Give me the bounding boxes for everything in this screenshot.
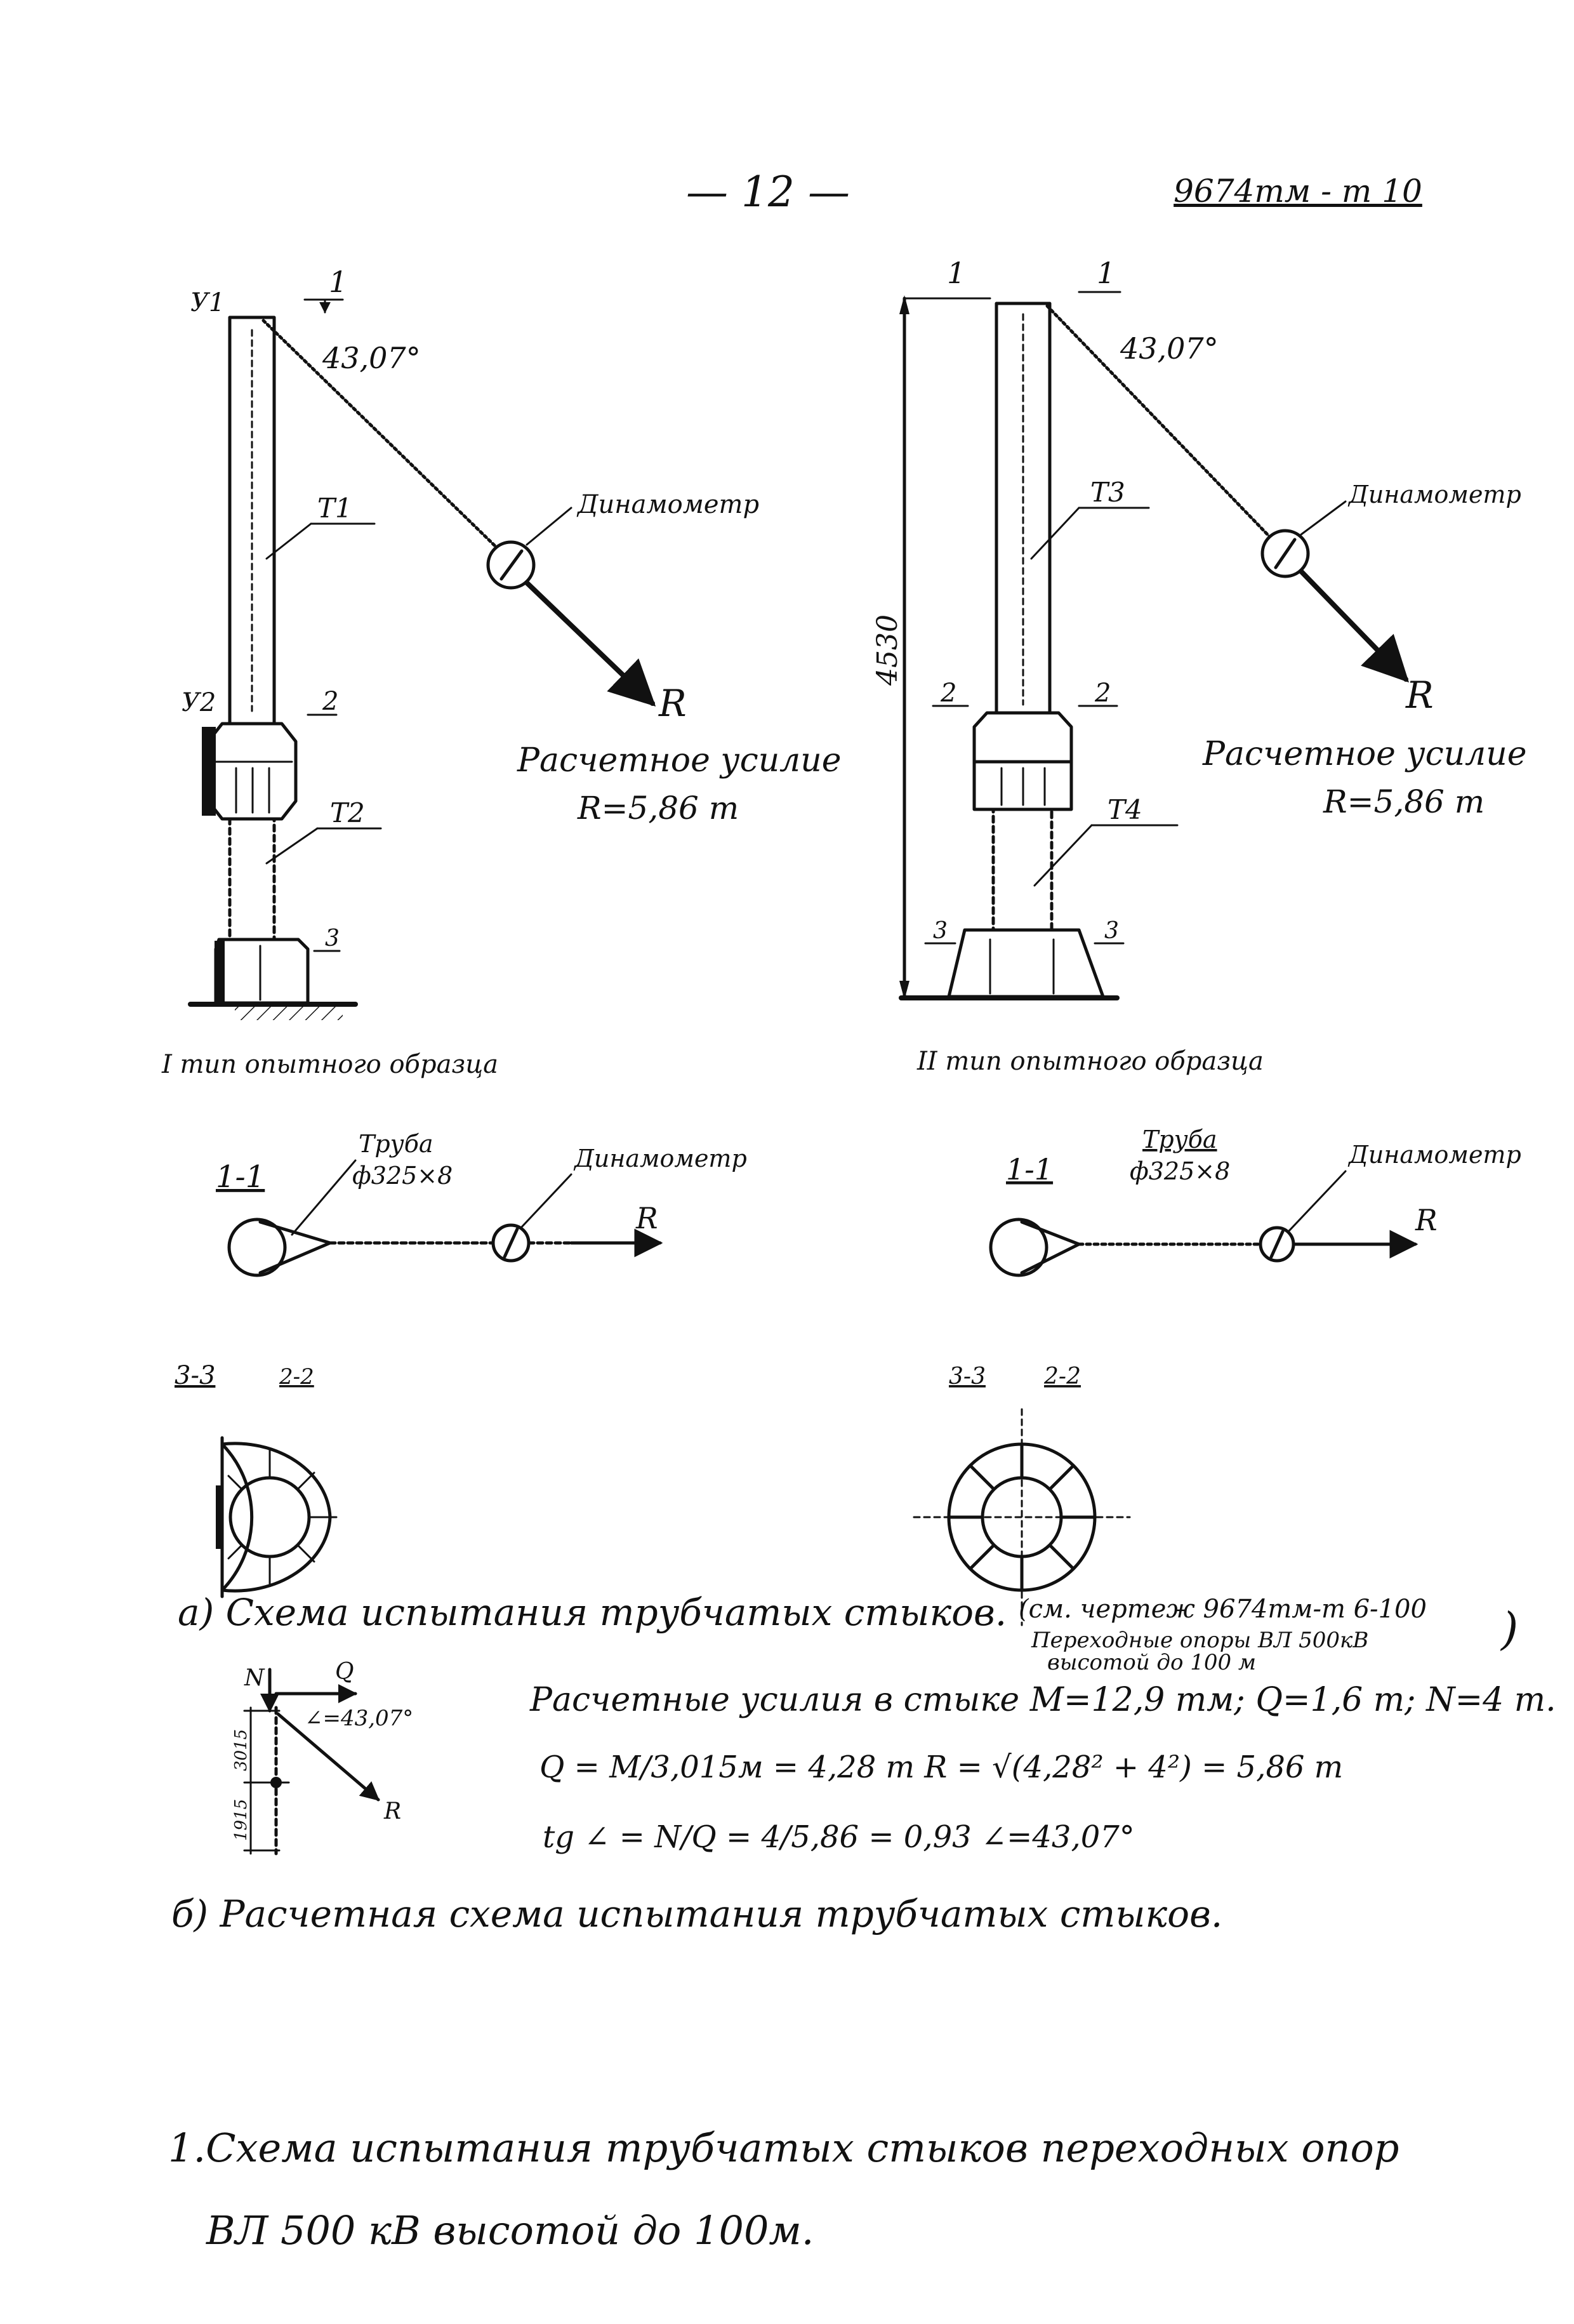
section-mark-1-right: 1	[1097, 256, 1115, 290]
dynamometer-2	[1260, 529, 1310, 578]
caption-a: а) Схема испытания трубчатых стыков. (см…	[178, 1591, 1518, 1675]
dynamometer-label-2: Динамометр	[1347, 481, 1521, 508]
plan-right-pipe-title: Труба	[1142, 1125, 1217, 1153]
section-mark-2-right: 2	[1094, 679, 1111, 708]
calc-scheme: N Q ∠=43,07° R 3015 1915	[232, 1659, 413, 1856]
cross-left-a: 3-3	[175, 1361, 215, 1390]
plan-right-dynamometer: Динамометр	[1347, 1141, 1521, 1169]
design-force-value-1: R=5,86 т	[577, 790, 739, 827]
section-mark-2: 2	[322, 687, 338, 716]
caption-b-line: б) Расчетная схема испытания трубчатых с…	[171, 1892, 1222, 1936]
ground-hatch	[235, 1006, 343, 1020]
force-arrow-1	[524, 580, 656, 707]
cross-section-left: 3-3 2-2	[175, 1361, 338, 1598]
tube-t1-label: Т1	[317, 493, 352, 524]
caption-a-ref-line3: высотой до 100 м	[1047, 1650, 1256, 1675]
caption-a-line: а) Схема испытания трубчатых стыков.	[178, 1591, 1007, 1634]
plan-left-pipe-title: Труба	[359, 1130, 433, 1158]
calc-scheme-dim-lower: 1915	[232, 1799, 251, 1841]
section-mark-2-left: 2	[940, 679, 956, 708]
doc-code: 9674тм - т 10	[1174, 173, 1422, 209]
cable-2	[1045, 304, 1271, 538]
section-mark-1: 1	[329, 265, 347, 299]
calc-scheme-alpha: ∠=43,07°	[305, 1706, 413, 1731]
base-node-3-weld	[215, 941, 225, 1002]
height-dim-label: 4530	[871, 614, 904, 686]
force-label-2: R	[1405, 674, 1434, 717]
base-node-3	[214, 938, 310, 1005]
plan-left-section: 1-1	[216, 1159, 265, 1195]
plan-left-pipe-size: ф325×8	[352, 1162, 453, 1190]
caption-b: б) Расчетная схема испытания трубчатых с…	[171, 1892, 1222, 1936]
calc-scheme-q: Q	[335, 1659, 354, 1685]
page-number: — 12 —	[686, 168, 850, 216]
title-line-1: 1.Схема испытания трубчатых стыков перех…	[168, 2125, 1399, 2171]
angle-label-1: 43,07°	[322, 341, 421, 375]
angle-label-2: 43,07°	[1120, 331, 1219, 366]
design-force-title-2: Расчетное усилие	[1202, 735, 1527, 773]
force-arrow-2	[1299, 569, 1410, 683]
plan-left-dynamometer: Динамометр	[573, 1145, 747, 1172]
calc-line-3: tg ∠ = N/Q = 4/5,86 = 0,93 ∠=43,07°	[543, 1819, 1135, 1855]
scheme-type-2: 4530 1 1 2 2 3 3 43,07°	[871, 256, 1527, 1076]
calc-scheme-dim-upper: 3015	[232, 1729, 251, 1771]
calculations: Расчетные усилия в стыке M=12,9 тм; Q=1,…	[529, 1681, 1556, 1855]
section-mark-1-left: 1	[947, 256, 965, 290]
plan-right-force-label: R	[1415, 1203, 1438, 1237]
design-force-value-2: R=5,86 т	[1323, 783, 1485, 820]
plan-left-pipe	[227, 1218, 287, 1277]
caption-a-ref-line1: (см. чертеж 9674тм-т 6-100	[1019, 1595, 1427, 1624]
plan-left-force-label: R	[635, 1201, 658, 1235]
tube-t4	[991, 807, 1054, 932]
tube-t1	[228, 315, 276, 726]
cable-1	[261, 319, 497, 548]
calc-line-1: Расчетные усилия в стыке M=12,9 тм; Q=1,…	[529, 1681, 1556, 1719]
node-1-label: У1	[190, 288, 225, 317]
plan-right-section: 1-1	[1006, 1152, 1053, 1186]
design-force-title-1: Расчетное усилие	[517, 741, 842, 780]
drawing-title: 1.Схема испытания трубчатых стыков перех…	[168, 2125, 1399, 2254]
header: — 12 — 9674тм - т 10	[686, 168, 1422, 216]
scheme-type-1: У1 У2 1 2 3 43,07° Динамометр R Т1 Т2 Ра…	[161, 265, 842, 1079]
plan-right-pipe	[989, 1218, 1048, 1277]
tube-t4-label: Т4	[1108, 794, 1142, 825]
joint-node-2-weld	[202, 727, 216, 816]
force-label-1: R	[658, 682, 687, 725]
plan-section-left: 1-1 Труба ф325×8 Динамометр R	[216, 1130, 747, 1277]
section-mark-3-left: 3	[933, 918, 948, 944]
calc-scheme-r: R	[383, 1798, 401, 1824]
tube-t2	[228, 817, 276, 941]
cross-right-b: 2-2	[1043, 1364, 1081, 1390]
calc-scheme-n: N	[244, 1665, 265, 1691]
dynamometer-1	[486, 540, 536, 590]
cross-left-b: 2-2	[279, 1364, 314, 1390]
section-mark-3-right: 3	[1104, 918, 1119, 944]
caption-a-ref-line2: Переходные опоры ВЛ 500кВ	[1031, 1628, 1368, 1653]
caption-type-2: II тип опытного образца	[916, 1047, 1264, 1076]
caption-type-1: I тип опытного образца	[161, 1050, 498, 1079]
dynamometer-label-1: Динамометр	[576, 490, 759, 519]
section-mark-3: 3	[325, 926, 340, 952]
tube-t3-label: Т3	[1090, 477, 1125, 508]
plan-right-pipe-size: ф325×8	[1130, 1157, 1230, 1185]
plan-section-right: 1-1 Труба ф325×8 Динамометр R	[989, 1125, 1521, 1277]
joint-2-2	[972, 711, 1073, 811]
cross-section-right: 3-3 2-2	[913, 1364, 1131, 1626]
node-2-label: У2	[182, 688, 216, 717]
title-line-2: ВЛ 500 кВ высотой до 100м.	[206, 2207, 814, 2254]
tube-t2-label: Т2	[330, 797, 365, 828]
caption-a-ref-close: )	[1500, 1603, 1518, 1655]
calc-line-2: Q = M/3,015м = 4,28 т R = √(4,28² + 4²) …	[539, 1750, 1343, 1785]
base-3-2	[947, 928, 1105, 999]
cross-right-a: 3-3	[949, 1364, 986, 1390]
